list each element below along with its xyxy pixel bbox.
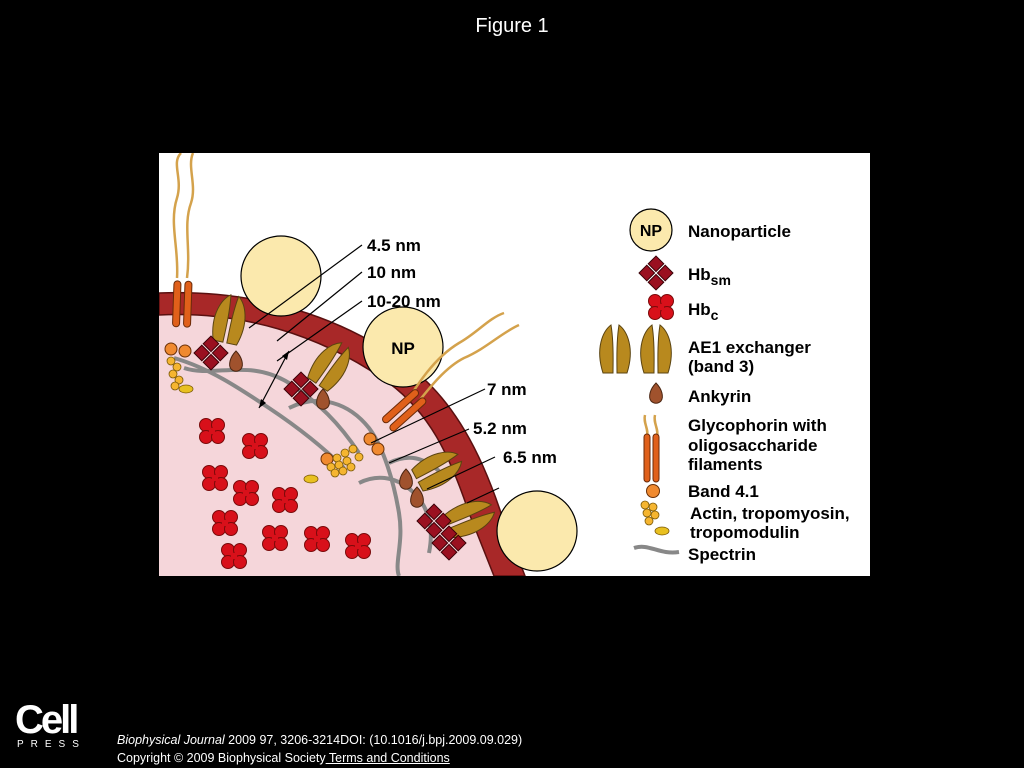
legend-glycophorin-swatch bbox=[652, 433, 660, 483]
citation-details: 2009 97, 3206-3214DOI: (10.1016/j.bpj.20… bbox=[224, 733, 523, 747]
copyright-text: Copyright © 2009 Biophysical Society bbox=[117, 751, 326, 765]
legend-nanoparticle-swatch bbox=[629, 208, 673, 252]
measurement-arrowheads bbox=[259, 351, 289, 408]
legend-ankyrin-label: Ankyrin bbox=[688, 387, 751, 406]
legend-hbc-label: Hbc bbox=[688, 300, 719, 323]
measurement-leaders bbox=[248, 244, 500, 504]
measurement-6-5nm: 6.5 nm bbox=[503, 448, 557, 467]
hemoglobin-c bbox=[233, 480, 259, 506]
legend-actin-swatch bbox=[640, 500, 670, 536]
figure-panel: NP bbox=[159, 153, 870, 576]
nanoparticle bbox=[240, 235, 322, 317]
legend-hbsm-swatch bbox=[638, 255, 674, 291]
measurement-7nm: 7 nm bbox=[487, 380, 527, 399]
legend-hbc-swatch bbox=[648, 294, 674, 320]
legend-glyco-line2: oligosaccharide bbox=[688, 436, 817, 455]
legend-band3-swatch-2 bbox=[640, 324, 672, 374]
hemoglobin-c bbox=[345, 533, 371, 559]
legend-glycophorin-swatch bbox=[643, 433, 651, 483]
band-4-1 bbox=[363, 432, 377, 446]
np-label: NP bbox=[391, 339, 415, 358]
nanoparticle bbox=[496, 490, 578, 572]
legend-band41-swatch bbox=[646, 484, 660, 498]
band-4-1 bbox=[371, 442, 385, 456]
nanoparticle bbox=[362, 306, 444, 388]
hemoglobin-c bbox=[202, 465, 228, 491]
legend-hbsm-label: Hbsm bbox=[688, 265, 731, 288]
hemoglobin-c bbox=[212, 510, 238, 536]
legend: NP Nanoparticle Hbsm Hbc AE1 exchanger (… bbox=[599, 208, 850, 564]
legend-glyco-line3: filaments bbox=[688, 455, 763, 474]
legend-spectrin-label: Spectrin bbox=[688, 545, 756, 564]
citation: Biophysical Journal 2009 97, 3206-3214DO… bbox=[117, 731, 522, 767]
spectrin-strand bbox=[288, 398, 403, 576]
hemoglobin-c bbox=[199, 418, 225, 444]
legend-np-badge: NP bbox=[640, 223, 663, 240]
copyright-line: Copyright © 2009 Biophysical Society Ter… bbox=[117, 749, 522, 767]
oligosaccharide-filament bbox=[185, 153, 195, 279]
spectrin-strand bbox=[183, 366, 361, 455]
measurement-10nm: 10 nm bbox=[367, 263, 416, 282]
legend-actin-line2: tropomodulin bbox=[690, 523, 800, 542]
legend-ae1-line1: AE1 exchanger bbox=[688, 338, 811, 357]
citation-line: Biophysical Journal 2009 97, 3206-3214DO… bbox=[117, 731, 522, 749]
measurement-5-2nm: 5.2 nm bbox=[473, 419, 527, 438]
logo-word: Cell bbox=[15, 698, 79, 742]
legend-ae1-line2: (band 3) bbox=[688, 357, 754, 376]
legend-actin-line1: Actin, tropomyosin, bbox=[690, 504, 850, 523]
legend-glyco-line1: Glycophorin with bbox=[688, 416, 827, 435]
legend-band41-label: Band 4.1 bbox=[688, 482, 759, 501]
oligosaccharide-filament bbox=[402, 311, 505, 407]
slide-title: Figure 1 bbox=[475, 15, 549, 37]
oligosaccharide-filament bbox=[410, 323, 520, 412]
measurement-4-5nm: 4.5 nm bbox=[367, 236, 421, 255]
hemoglobin-c bbox=[262, 525, 288, 551]
oligosaccharide-filament bbox=[172, 153, 182, 279]
spectrin-strand bbox=[173, 356, 346, 470]
legend-nanoparticle-label: Nanoparticle bbox=[688, 222, 791, 241]
legend-band3-swatch-1 bbox=[599, 324, 631, 374]
actin-cluster bbox=[166, 356, 364, 484]
journal-name: Biophysical Journal bbox=[117, 733, 225, 747]
rbc-membrane-diagram: NP bbox=[159, 153, 850, 576]
hemoglobin-c bbox=[272, 487, 298, 513]
cell-press-logo: Cell PRESS bbox=[15, 700, 85, 750]
terms-and-conditions-link[interactable]: Terms and Conditions bbox=[325, 751, 450, 765]
band-4-1 bbox=[178, 344, 192, 358]
logo-sub: PRESS bbox=[17, 739, 86, 750]
measurement-10-20nm: 10-20 nm bbox=[367, 292, 441, 311]
cytoplasm bbox=[159, 314, 494, 576]
legend-spectrin-swatch bbox=[633, 544, 680, 555]
hemoglobin-c bbox=[242, 433, 268, 459]
hemoglobin-c bbox=[221, 543, 247, 569]
band-4-1 bbox=[164, 342, 178, 356]
hemoglobin-c bbox=[304, 526, 330, 552]
legend-ankyrin-swatch bbox=[649, 382, 663, 404]
